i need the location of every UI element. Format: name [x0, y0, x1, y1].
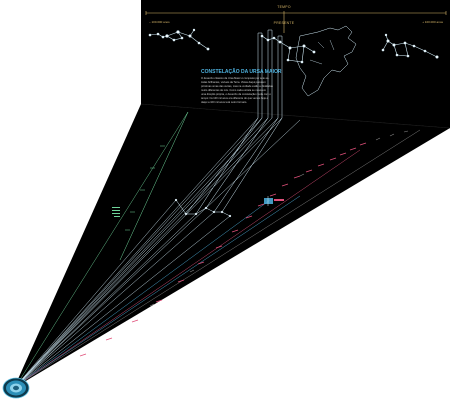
highlight-marker [264, 196, 284, 206]
past-label: – 100.000 anos [149, 20, 170, 24]
time-label: TEMPO [277, 5, 291, 9]
constellation-future [381, 33, 439, 59]
panel-title: CONSTELAÇÃO DA URSA MAIOR [201, 68, 282, 75]
info-panel: CONSTELAÇÃO DA URSA MAIOR O desenho clás… [201, 68, 282, 104]
distance-axis-green [119, 111, 189, 261]
projection-bars [257, 29, 283, 118]
panel-line: próximas umas das outras, mas na verdade… [201, 84, 274, 88]
axis-marks-left [112, 207, 120, 217]
constellation-past [148, 28, 210, 51]
region-outline-icon [295, 25, 357, 97]
back-panel [141, 0, 450, 128]
panel-line: daqui a 100 mil anos terá outro formato. [201, 100, 247, 104]
sight-lines [15, 111, 421, 387]
distance-scale-pink [79, 142, 367, 357]
panel-line: tempo: há 100 mil anos era diferente do … [201, 96, 269, 100]
time-axis: TEMPO PRESENTE – 100.000 anos + 100.000 … [145, 5, 447, 33]
present-label: PRESENTE [274, 21, 295, 25]
constellation-floor [174, 117, 283, 218]
panel-line: uma direção própria, o desenho da conste… [201, 92, 271, 96]
distance-ticks-grey [149, 130, 409, 307]
constellation-present [260, 34, 316, 64]
perspective-wedge [14, 104, 450, 388]
panel-line: muito diferentes de nós. Como cada estre… [201, 88, 266, 92]
panel-line: O desenho clássico da Ursa Maior é compo… [201, 76, 269, 80]
fold-line [140, 103, 450, 129]
panel-line: trelas brilhantes, visíveis da Terra. Vi… [201, 80, 266, 84]
earth-globe-icon [2, 377, 30, 399]
future-label: + 100.000 anos [422, 20, 443, 24]
